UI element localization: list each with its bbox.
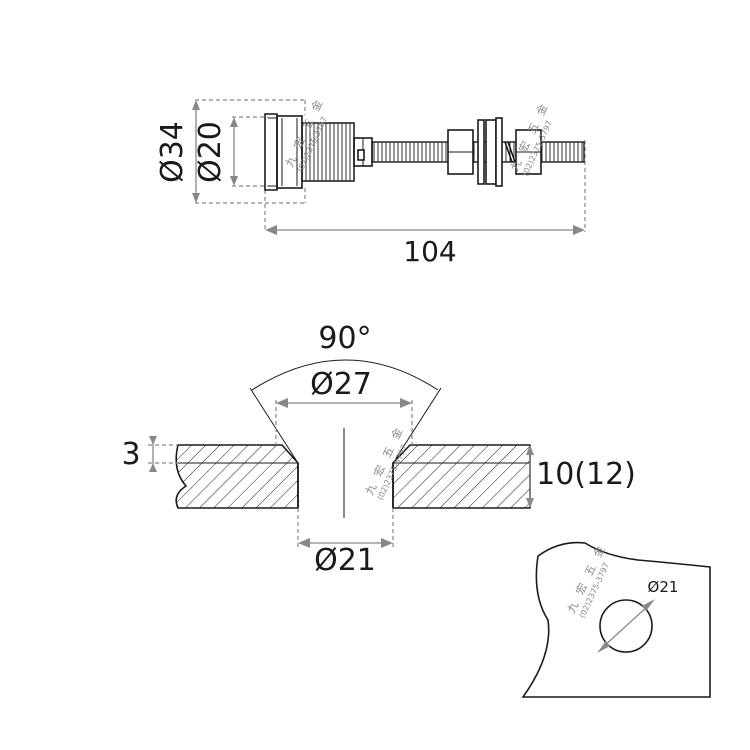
hole-diameter-label: Ø21 [314, 543, 376, 578]
inner-diameter-label: Ø20 [193, 121, 228, 183]
depth-label: 3 [121, 437, 140, 472]
countersink-diameter-label: Ø27 [310, 367, 372, 402]
section-view: 90° Ø27 3 10(12) Ø21 九 宏 五 金 (02)2375-37… [121, 321, 635, 578]
outer-diameter-label: Ø34 [155, 121, 190, 183]
top-view: Ø21 九 宏 五 金 (02)2375-3797 [521, 541, 711, 698]
length-label: 104 [403, 235, 456, 268]
thickness-label: 10(12) [536, 457, 636, 492]
top-hole-diameter-label: Ø21 [648, 578, 679, 596]
countersink-angle-label: 90° [318, 321, 371, 356]
side-view: Ø34 Ø20 104 九 宏 五 金 (02)2375-3797 九 宏 五 … [155, 95, 586, 268]
